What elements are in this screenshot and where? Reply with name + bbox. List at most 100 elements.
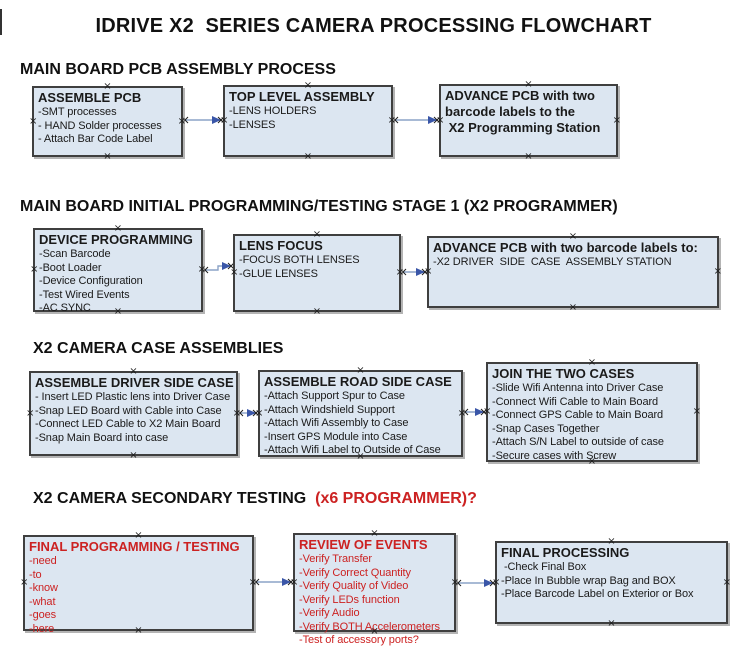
- flow-box-assemble-driver-side-case[interactable]: ASSEMBLE DRIVER SIDE CASE- Insert LED Pl…: [26, 367, 241, 461]
- box-item: -Attach Wifi Label to Outside of Case: [264, 444, 441, 456]
- flow-box-final-processing[interactable]: FINAL PROCESSING -Check Final Box -Place …: [492, 537, 731, 629]
- connection-anchor-icon: ×: [20, 577, 29, 588]
- connection-anchor-icon: ×: [436, 114, 445, 126]
- connection-anchor-icon: ×: [312, 306, 322, 317]
- connection-anchor-icon: ×: [395, 267, 404, 278]
- section-heading-red-text: (x6 PROGRAMMER)?: [315, 490, 477, 507]
- connection-anchor-icon: ×: [356, 451, 365, 462]
- flow-box-advance-pcb-to-programming-station[interactable]: ADVANCE PCB with two barcode labels to t…: [436, 80, 621, 162]
- connection-anchor-icon: ×: [177, 115, 186, 127]
- box-item: -Verify Correct Quantity: [299, 566, 411, 579]
- box-item: -Verify Quality of Video: [299, 580, 409, 592]
- box-item: -Connect Wifi Cable to Main Board: [492, 395, 659, 408]
- flow-box-lens-focus[interactable]: LENS FOCUS-FOCUS BOTH LENSES-GLUE LENSES…: [230, 230, 404, 317]
- connection-anchor-icon: ×: [524, 79, 533, 90]
- connection-anchor-icon: ×: [303, 151, 313, 162]
- section-heading-4: X2 CAMERA SECONDARY TESTING (x6 PROGRAMM…: [33, 489, 477, 508]
- box-item: -Verify LEDs function: [299, 593, 400, 606]
- connection-anchor-icon: ×: [568, 302, 578, 313]
- connection-anchor-icon: ×: [129, 450, 138, 461]
- connector-arrow-toplevel-to-advance1[interactable]: [391, 116, 441, 124]
- box-title: REVIEW OF EVENTS: [299, 537, 428, 552]
- section-heading-text: X2 CAMERA SECONDARY TESTING: [33, 490, 316, 507]
- connection-anchor-icon: ×: [692, 406, 701, 417]
- page-title: IDRIVE X2 SERIES CAMERA PROCESSING FLOWC…: [95, 15, 652, 37]
- box-item: -Device Configuration: [39, 275, 143, 287]
- connection-anchor-icon: ×: [103, 81, 112, 92]
- box-item: -GLUE LENSES: [239, 267, 318, 280]
- box-title: LENS FOCUS: [239, 238, 323, 253]
- box-item: -Place Barcode Label on Exterior or Box: [501, 588, 694, 600]
- flow-box-final-programming-testing[interactable]: FINAL PROGRAMMING / TESTING-need-to-know…: [20, 531, 257, 636]
- box-title: ASSEMBLE PCB: [38, 90, 142, 105]
- connection-anchor-icon: ×: [232, 407, 241, 419]
- connection-anchor-icon: ×: [722, 576, 731, 588]
- flow-box-review-of-events[interactable]: REVIEW OF EVENTS-Verify Transfer-Verify …: [290, 529, 459, 647]
- connection-anchor-icon: ×: [255, 407, 264, 419]
- box-item: -Snap Cases Together: [492, 422, 600, 435]
- section-heading-text: MAIN BOARD INITIAL PROGRAMMING/TESTING S…: [20, 198, 618, 215]
- connection-anchor-icon: ×: [113, 223, 123, 234]
- flow-box-assemble-pcb[interactable]: ASSEMBLE PCB-SMT processes- HAND Solder …: [29, 82, 186, 162]
- connector-arrow-finalprog-to-review[interactable]: [252, 578, 295, 586]
- box-item: -Test of accessory ports?: [299, 634, 419, 646]
- connection-anchor-icon: ×: [129, 366, 138, 377]
- connection-anchor-icon: ×: [303, 80, 313, 91]
- connector-arrow-pcb-to-toplevel[interactable]: [181, 116, 225, 124]
- box-item: -Check Final Box: [501, 561, 587, 573]
- box-item: -Attach Wifi Assembly to Case: [264, 417, 409, 429]
- box-title: ASSEMBLE ROAD SIDE CASE: [264, 374, 452, 389]
- box-item: - Attach Bar Code Label: [38, 133, 153, 145]
- connection-anchor-icon: ×: [457, 407, 466, 419]
- box-title: DEVICE PROGRAMMING: [39, 232, 193, 247]
- connection-anchor-icon: ×: [26, 407, 35, 419]
- box-item: - HAND Solder processes: [38, 119, 162, 132]
- connection-anchor-icon: ×: [450, 576, 459, 588]
- connection-anchor-icon: ×: [312, 229, 322, 240]
- connection-anchor-icon: ×: [134, 625, 143, 636]
- box-item: -Secure cases with Screw: [492, 449, 617, 462]
- flow-box-assemble-road-side-case[interactable]: ASSEMBLE ROAD SIDE CASE-Attach Support S…: [255, 366, 466, 462]
- box-title: TOP LEVEL ASSEMBLY: [229, 89, 375, 104]
- box-item: -AC SYNC: [39, 302, 91, 314]
- box-item: -Snap Main Board into case: [35, 431, 169, 444]
- connection-anchor-icon: ×: [387, 115, 396, 126]
- box-item: -SMT processes: [38, 106, 117, 118]
- box-item: -what: [29, 595, 56, 608]
- flow-box-advance-pcb-to-case-assembly[interactable]: ADVANCE PCB with two barcode labels to:-…: [424, 232, 722, 313]
- box-item: -FOCUS BOTH LENSES: [239, 254, 360, 266]
- box-item: -Verify Audio: [299, 607, 360, 619]
- connection-anchor-icon: ×: [197, 264, 206, 275]
- flow-box-device-programming[interactable]: DEVICE PROGRAMMING-Scan Barcode-Boot Loa…: [30, 224, 206, 317]
- box-title: FINAL PROCESSING: [501, 545, 630, 560]
- box-item: -X2 DRIVER SIDE CASE ASSEMBLY STATION: [433, 256, 672, 268]
- connection-anchor-icon: ×: [607, 536, 616, 547]
- box-item: -Attach S/N Label to outside of case: [492, 436, 664, 448]
- connection-anchor-icon: ×: [370, 528, 379, 539]
- connection-anchor-icon: ×: [587, 456, 597, 467]
- box-item: -LENS HOLDERS: [229, 105, 317, 117]
- connection-anchor-icon: ×: [356, 365, 365, 376]
- box-item: -Scan Barcode: [39, 248, 111, 260]
- box-item: -Snap LED Board with Cable into Case: [35, 404, 222, 417]
- connection-anchor-icon: ×: [568, 231, 578, 242]
- box-item: -Verify BOTH Accelerometers: [299, 620, 440, 633]
- box-item: -Slide Wifi Antenna into Driver Case: [492, 382, 664, 394]
- box-item: -to: [29, 568, 42, 581]
- section-heading-text: MAIN BOARD PCB ASSEMBLY PROCESS: [20, 61, 336, 78]
- connection-anchor-icon: ×: [713, 266, 722, 277]
- connection-anchor-icon: ×: [524, 151, 533, 162]
- box-item: -Insert GPS Module into Case: [264, 430, 408, 443]
- box-title: ASSEMBLE DRIVER SIDE CASE: [35, 375, 234, 390]
- flow-box-join-the-two-cases[interactable]: JOIN THE TWO CASES-Slide Wifi Antenna in…: [483, 358, 701, 467]
- box-item: -here: [29, 622, 55, 635]
- connector-arrow-review-to-finalproc[interactable]: [454, 579, 497, 587]
- connection-anchor-icon: ×: [30, 264, 39, 275]
- flow-box-top-level-assembly[interactable]: TOP LEVEL ASSEMBLY-LENS HOLDERS-LENSES × ×…: [220, 81, 396, 162]
- box-item: -Connect LED Cable to X2 Main Board: [35, 418, 221, 430]
- connection-anchor-icon: ×: [483, 406, 492, 417]
- box-item: -Attach Windshield Support: [264, 403, 395, 416]
- box-title: JOIN THE TWO CASES: [492, 366, 635, 381]
- box-item: -LENSES: [229, 118, 276, 131]
- connection-anchor-icon: ×: [424, 266, 433, 277]
